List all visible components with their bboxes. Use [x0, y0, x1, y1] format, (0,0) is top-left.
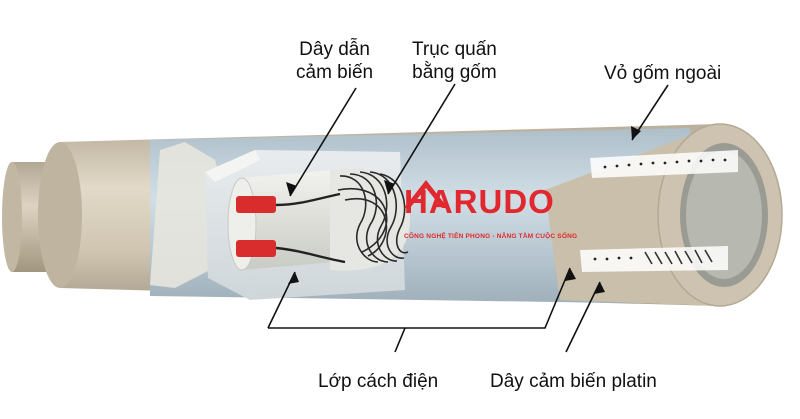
label-ceramic-core-line2: bằng gốm: [412, 62, 497, 83]
callout-ceramic-core: [387, 83, 456, 195]
coil-winding: [337, 171, 409, 263]
label-platinum-wire: Dây cảm biến platin: [490, 371, 657, 392]
label-outer-shell: Vỏ gốm ngoài: [604, 63, 722, 84]
channel-bottom: [580, 246, 728, 272]
label-sensor-lead-line1: Dây dẫn: [299, 39, 370, 60]
label-ceramic-core-line1: Trục quấn: [412, 39, 497, 60]
label-sensor-lead: Dây dẫn cảm biến: [296, 38, 373, 84]
label-sensor-lead-line2: cảm biến: [296, 62, 374, 83]
lead-tip-top: [236, 196, 276, 213]
label-insulation: Lớp cách điện: [318, 371, 439, 392]
outer-shell-end: [545, 123, 783, 307]
logo-name: HARUDO: [404, 183, 555, 220]
logo-tagline: CÔNG NGHỆ TIÊN PHONG - NÂNG TẦM CUỘC SỐN…: [404, 233, 578, 240]
callout-sensor-lead: [289, 87, 357, 197]
callout-insulation-stem: [394, 327, 406, 353]
channel-top: [590, 150, 738, 178]
label-ceramic-core: Trục quấn bằng gốm: [412, 38, 497, 84]
channel-dots: [593, 158, 727, 261]
roof-h-logo-icon: [404, 180, 448, 208]
sensor-leads: [236, 192, 346, 264]
platinum-coil: [644, 249, 713, 265]
callout-arrowheads: [286, 126, 641, 294]
callout-insulation-right: [268, 267, 571, 329]
harudo-logo: HARUDO CÔNG NGHỆ TIÊN PHONG - NÂNG TẦM C…: [404, 181, 594, 251]
lead-tip-bottom: [236, 240, 276, 257]
